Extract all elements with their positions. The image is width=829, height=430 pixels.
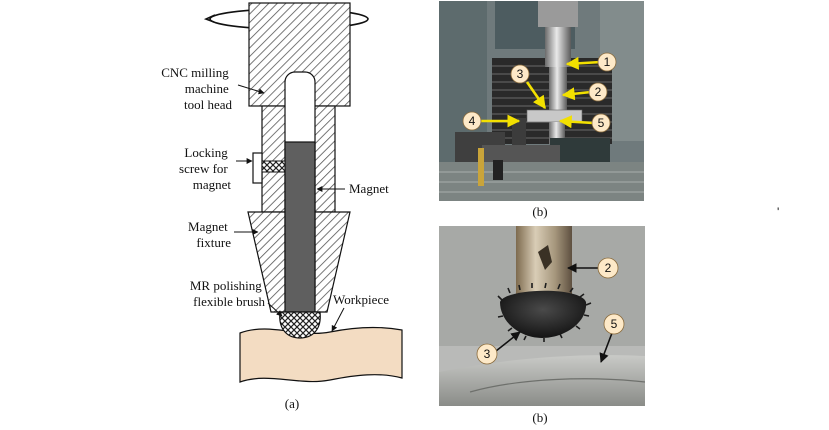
label-screw: Locking screw for magnet — [179, 145, 231, 192]
callout-2: 2 — [588, 82, 608, 102]
svg-text:2: 2 — [595, 85, 602, 99]
leader-head — [237, 84, 265, 95]
callout-arrow-b5 — [599, 332, 613, 363]
spindle — [538, 1, 578, 27]
svg-text:1: 1 — [604, 55, 611, 69]
label-fixture: Magnet fixture — [188, 219, 231, 250]
callout-1: 1 — [597, 52, 617, 72]
svg-text:2: 2 — [605, 261, 612, 275]
photo-brush-closeup: 2 3 5 (b) — [439, 226, 645, 425]
locking-screw-head — [252, 152, 263, 184]
callout-b2: 2 — [597, 257, 619, 279]
svg-text:3: 3 — [484, 347, 491, 361]
leader-brush — [267, 302, 283, 317]
workpiece — [239, 326, 403, 383]
callout-3: 3 — [510, 64, 530, 84]
callout-arrow-b3 — [495, 331, 521, 352]
callout-4: 4 — [462, 111, 482, 131]
label-head: CNC milling machine tool head — [161, 65, 232, 112]
stray-mark: ' — [777, 205, 779, 219]
leader-workpiece — [331, 307, 345, 332]
callout-b5: 5 — [603, 313, 625, 335]
label-magnet: Magnet — [349, 181, 389, 196]
label-brush: MR polishing flexible brush — [190, 278, 266, 309]
schematic-diagram: CNC milling machine tool head Locking sc… — [161, 2, 403, 411]
caption-b-top: (b) — [532, 204, 547, 219]
callout-b3: 3 — [476, 343, 498, 365]
callout-arrow-5 — [558, 115, 594, 129]
bristle-brush — [500, 290, 587, 338]
svg-text:5: 5 — [611, 317, 618, 331]
magnet — [284, 141, 316, 313]
callout-arrow-2 — [561, 87, 592, 101]
caption-b-bottom: (b) — [532, 410, 547, 425]
svg-text:5: 5 — [598, 116, 605, 130]
rotation-arrow-head — [203, 14, 216, 23]
mr-brush — [279, 311, 321, 339]
label-workpiece: Workpiece — [333, 292, 389, 307]
callout-arrow-1 — [565, 56, 602, 70]
locking-screw — [261, 160, 286, 173]
callout-5: 5 — [591, 113, 611, 133]
svg-text:3: 3 — [517, 67, 524, 81]
callout-arrow-3 — [525, 81, 547, 110]
svg-text:4: 4 — [469, 114, 476, 128]
caption-a: (a) — [285, 396, 299, 411]
photo-setup: 1 2 3 4 5 (b) ' — [439, 1, 779, 219]
